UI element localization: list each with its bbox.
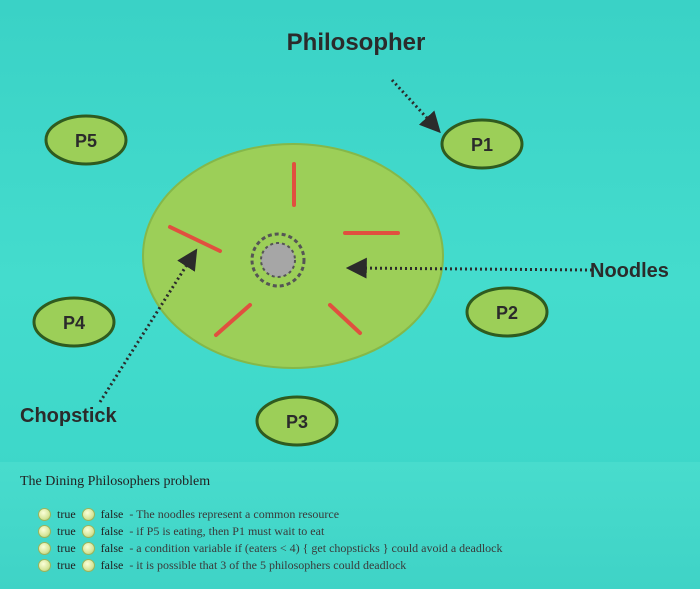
true-option-label: true xyxy=(57,507,76,521)
dining-philosophers-diagram: Philosopher Noodles Chopstick P1 P xyxy=(20,29,669,447)
chopstick xyxy=(168,225,222,253)
philosopher-label: Philosopher xyxy=(287,29,426,56)
quiz-panel: The Dining Philosophers problem true fal… xyxy=(0,462,700,589)
noodles-bowl-inner xyxy=(260,242,296,278)
true-option-label: true xyxy=(57,541,76,555)
noodles-arrow xyxy=(345,257,593,279)
philosopher-p3: P3 xyxy=(255,395,339,447)
true-radio[interactable] xyxy=(38,525,51,538)
true-radio[interactable] xyxy=(38,559,51,572)
diagram-area: Philosopher Noodles Chopstick P1 P xyxy=(0,0,700,470)
chopstick xyxy=(214,303,252,337)
false-option-label: false xyxy=(100,541,124,555)
false-radio[interactable] xyxy=(81,542,95,555)
philosopher-p4: P4 xyxy=(32,296,116,348)
true-option-label: true xyxy=(57,524,76,538)
philosopher-p2-label: P2 xyxy=(496,303,518,323)
true-option-label: true xyxy=(57,558,76,572)
chopstick-label: Chopstick xyxy=(20,405,118,427)
question-statement: - The noodles represent a common resourc… xyxy=(129,507,340,521)
chopstick xyxy=(328,303,362,335)
question-row: true false - The noodles represent a com… xyxy=(38,506,339,523)
philosopher-p1: P1 xyxy=(440,118,524,170)
true-radio[interactable] xyxy=(38,542,51,555)
question-statement: - if P5 is eating, then P1 must wait to … xyxy=(129,524,325,538)
question-row: true false - if P5 is eating, then P1 mu… xyxy=(38,523,324,540)
quiz-title: The Dining Philosophers problem xyxy=(20,474,211,489)
philosopher-p5-label: P5 xyxy=(75,131,97,151)
true-radio[interactable] xyxy=(38,508,51,521)
false-option-label: false xyxy=(100,524,124,538)
noodles-label: Noodles xyxy=(590,260,669,282)
false-option-label: false xyxy=(100,507,124,521)
philosopher-arrow xyxy=(390,78,441,134)
philosopher-p1-label: P1 xyxy=(471,135,493,155)
chopsticks xyxy=(168,162,400,337)
false-radio[interactable] xyxy=(81,508,95,521)
philosopher-p5: P5 xyxy=(44,114,128,166)
question-statement: - it is possible that 3 of the 5 philoso… xyxy=(129,558,407,572)
false-radio[interactable] xyxy=(81,559,95,572)
false-option-label: false xyxy=(100,558,124,572)
philosopher-p2: P2 xyxy=(465,286,549,338)
philosopher-p4-label: P4 xyxy=(63,313,85,333)
philosopher-p3-label: P3 xyxy=(286,412,308,432)
question-statement: - a condition variable if (eaters < 4) {… xyxy=(129,541,503,555)
question-row: true false - it is possible that 3 of th… xyxy=(38,557,406,574)
false-radio[interactable] xyxy=(81,525,95,538)
question-row: true false - a condition variable if (ea… xyxy=(38,540,502,557)
